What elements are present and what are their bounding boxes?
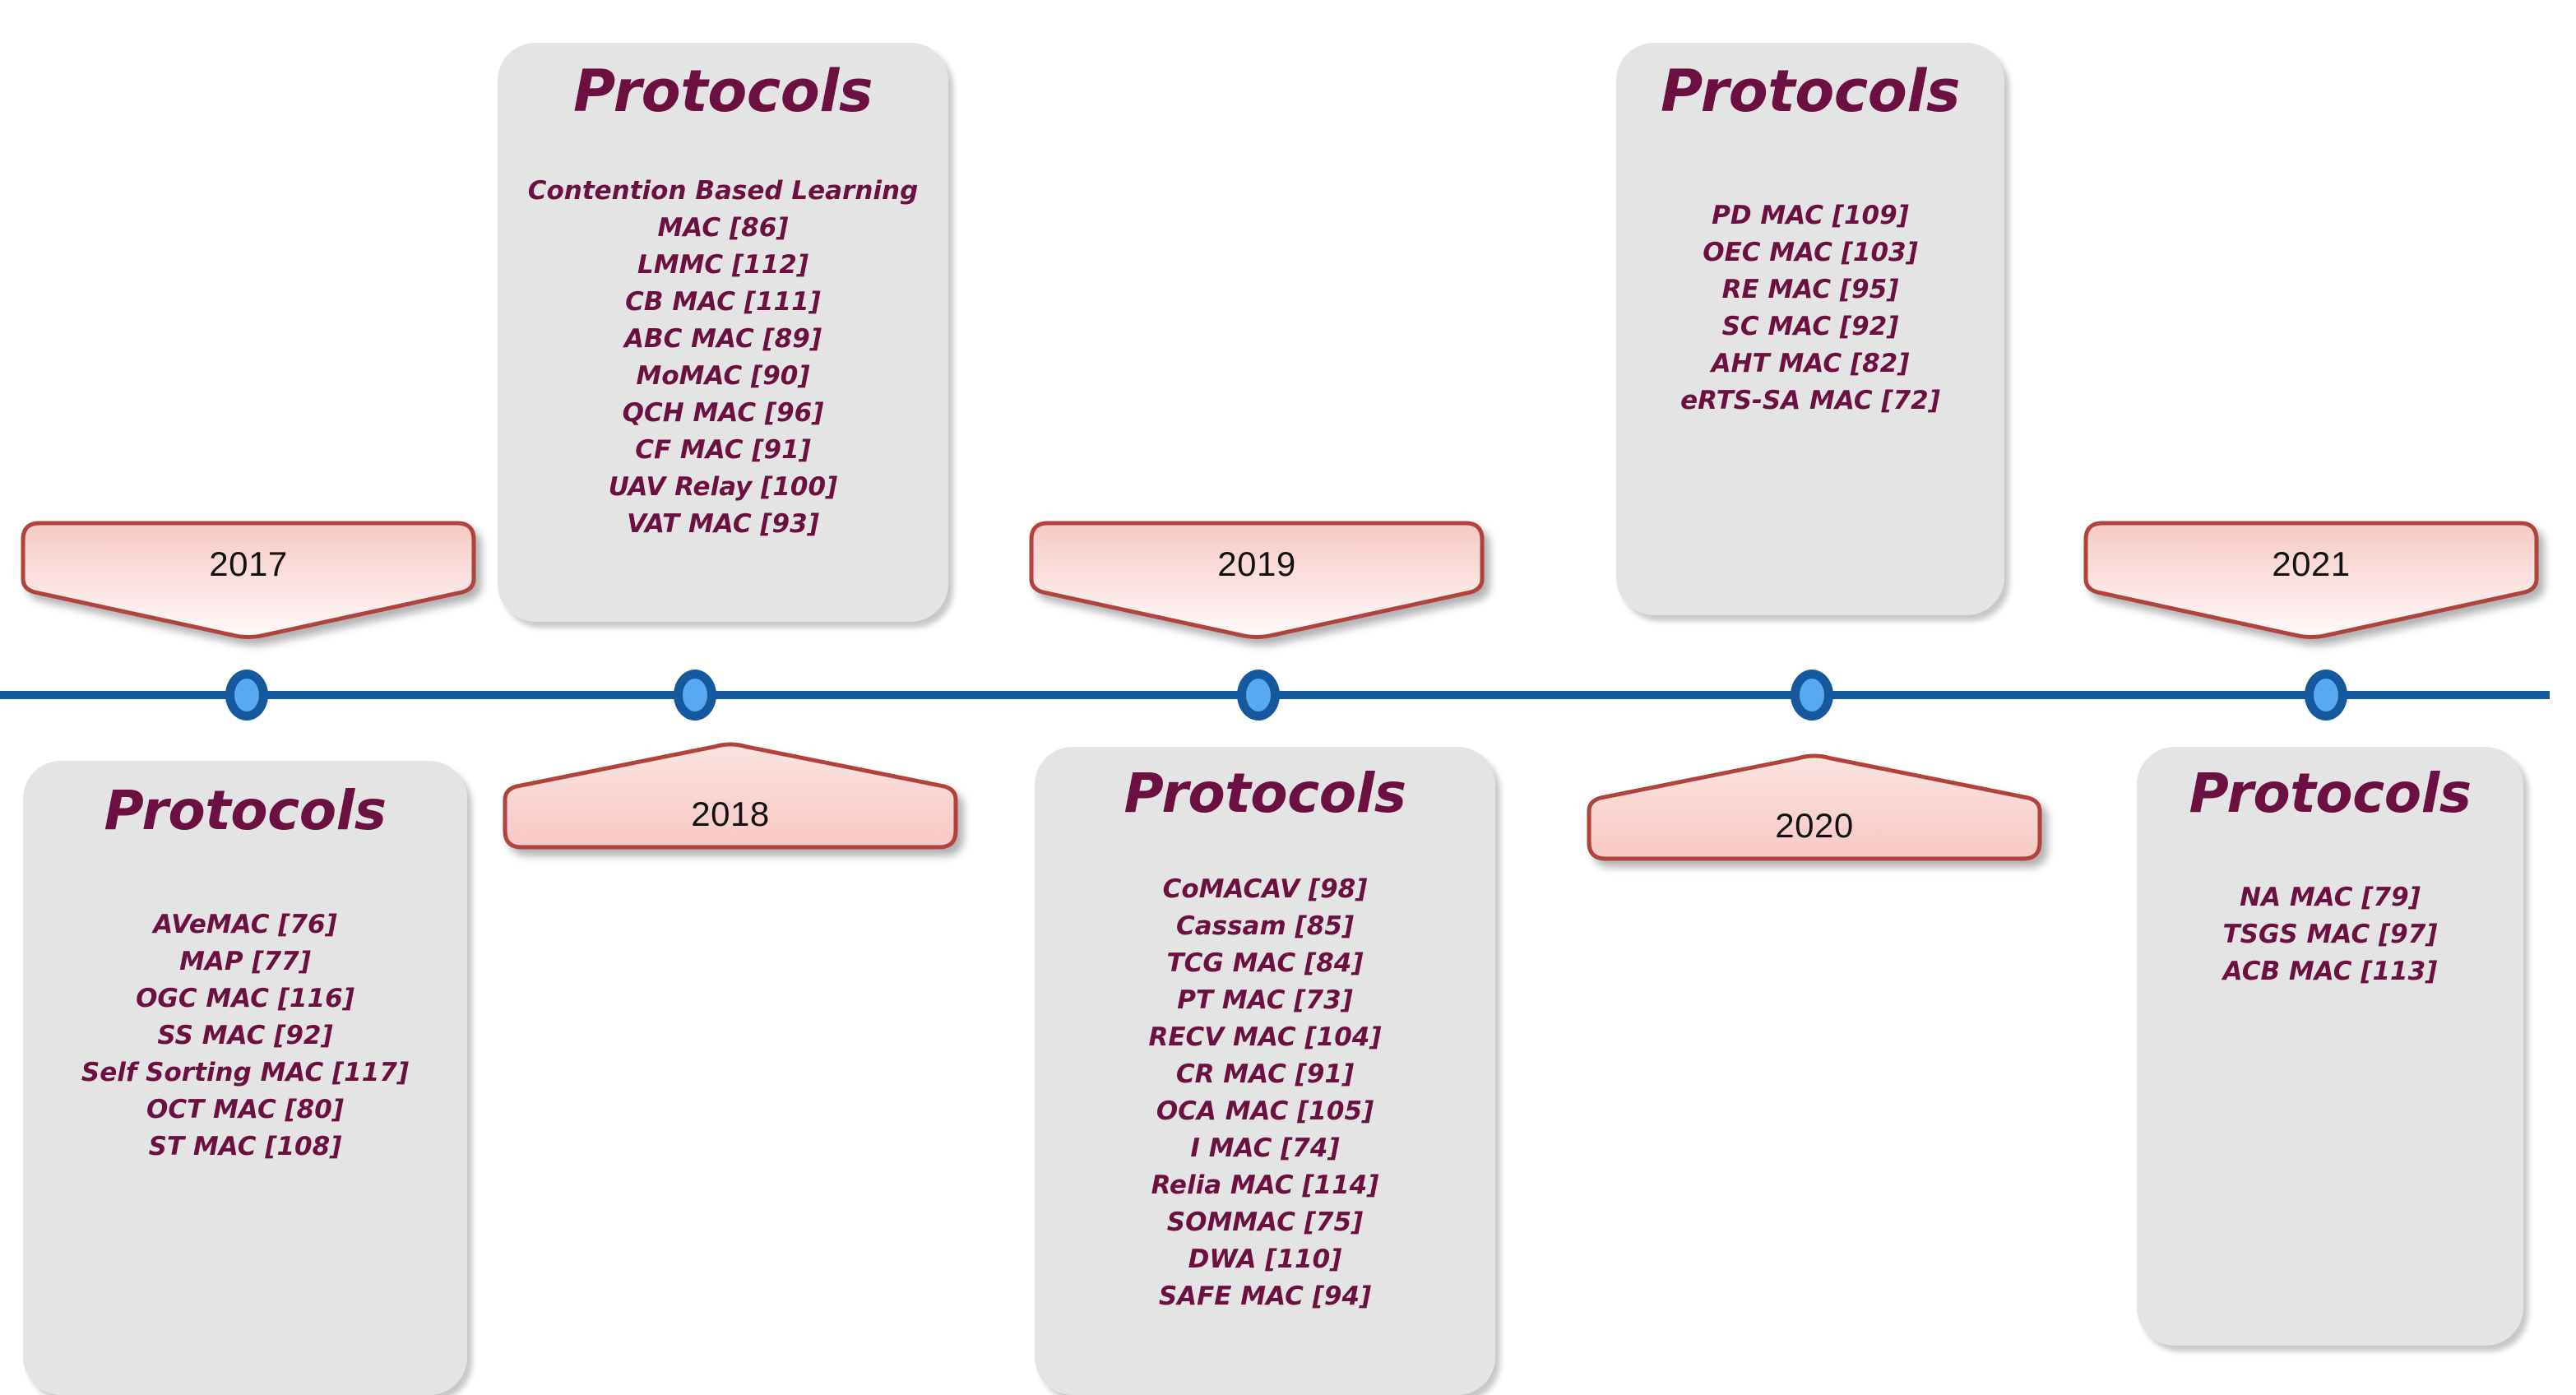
list-item: RECV MAC [104] [1148, 1022, 1382, 1052]
list-item: PT MAC [73] [1177, 985, 1353, 1015]
list-item: PD MAC [109] [1712, 201, 1909, 230]
list-item: DWA [110] [1188, 1244, 1342, 1274]
year-badge-2017[interactable]: 2017 [18, 518, 479, 640]
list-item: CB MAC [111] [625, 287, 821, 317]
list-item: CR MAC [91] [1175, 1059, 1355, 1089]
list-item: ST MAC [108] [148, 1132, 342, 1161]
year-badge-2021[interactable]: 2021 [2081, 518, 2541, 640]
list-item: VAT MAC [93] [627, 509, 819, 539]
year-label-2021: 2021 [2272, 545, 2351, 583]
list-item: OGC MAC [116] [136, 984, 354, 1013]
year-badge-2019[interactable]: 2019 [1026, 518, 1487, 640]
list-item: MAC [86] [657, 213, 789, 243]
list-item: SS MAC [92] [157, 1021, 333, 1050]
card-title-2021: Protocols [2189, 762, 2472, 825]
list-item: MoMAC [90] [636, 361, 810, 391]
protocol-card-2021: Protocols NA MAC [79] TSGS MAC [97] ACB … [2137, 747, 2523, 1346]
badge-shape-down [21, 521, 476, 639]
list-item: eRTS-SA MAC [72] [1680, 386, 1940, 415]
list-item: Cassam [85] [1175, 911, 1355, 941]
timeline-node-2019[interactable] [1237, 670, 1280, 721]
list-item: OCT MAC [80] [146, 1095, 344, 1124]
list-item: LMMC [112] [637, 250, 809, 280]
card-title-2017: Protocols [104, 779, 387, 842]
protocol-card-2017: Protocols AVeMAC [76] MAP [77] OGC MAC [… [23, 761, 467, 1395]
year-label-2018: 2018 [691, 795, 770, 833]
list-item: SOMMAC [75] [1166, 1207, 1364, 1237]
card-list-2019: CoMACAV [98] Cassam [85] TCG MAC [84] PT… [1035, 871, 1495, 1315]
badge-shape-up [1587, 753, 2042, 861]
card-title-2020: Protocols [1660, 58, 1961, 125]
list-item: AVeMAC [76] [153, 910, 337, 939]
list-item: OCA MAC [105] [1156, 1096, 1374, 1126]
card-list-2018: Contention Based Learning MAC [86] LMMC … [498, 173, 948, 543]
list-item: Contention Based Learning [527, 176, 919, 206]
protocol-card-2018: Protocols Contention Based Learning MAC … [498, 43, 948, 622]
list-item: RE MAC [95] [1721, 275, 1899, 304]
timeline-node-2021[interactable] [2305, 670, 2347, 721]
list-item: UAV Relay [100] [608, 472, 838, 502]
badge-shape-up [503, 742, 958, 850]
list-item: AHT MAC [82] [1711, 349, 1910, 378]
timeline-node-2017[interactable] [225, 670, 268, 721]
card-list-2021: NA MAC [79] TSGS MAC [97] ACB MAC [113] [2137, 879, 2523, 990]
list-item: TCG MAC [84] [1166, 948, 1364, 978]
badge-shape-down [1029, 521, 1485, 639]
year-badge-2018[interactable]: 2018 [500, 739, 961, 854]
year-label-2020: 2020 [1775, 806, 1854, 845]
list-item: OEC MAC [103] [1703, 238, 1918, 267]
list-item: MAP [77] [179, 947, 311, 976]
card-list-2017: AVeMAC [76] MAP [77] OGC MAC [116] SS MA… [23, 906, 467, 1166]
list-item: QCH MAC [96] [622, 398, 824, 428]
card-title-2018: Protocols [572, 58, 873, 125]
list-item: TSGS MAC [97] [2222, 920, 2438, 949]
year-badge-2020[interactable]: 2020 [1584, 750, 2045, 865]
timeline-node-2020[interactable] [1791, 670, 1833, 721]
list-item: CoMACAV [98] [1162, 874, 1368, 904]
list-item: Relia MAC [114] [1151, 1170, 1379, 1200]
list-item: Self Sorting MAC [117] [81, 1058, 410, 1087]
timeline-node-2018[interactable] [674, 670, 716, 721]
card-title-2019: Protocols [1124, 762, 1407, 825]
list-item: CF MAC [91] [635, 435, 811, 465]
card-list-2020: PD MAC [109] OEC MAC [103] RE MAC [95] S… [1616, 197, 2004, 419]
list-item: SAFE MAC [94] [1158, 1281, 1372, 1311]
year-label-2017: 2017 [209, 545, 288, 583]
list-item: ABC MAC [89] [623, 324, 822, 354]
badge-shape-down [2083, 521, 2539, 639]
list-item: SC MAC [92] [1721, 312, 1899, 341]
list-item: ACB MAC [113] [2222, 957, 2438, 986]
year-label-2019: 2019 [1217, 545, 1296, 583]
list-item: NA MAC [79] [2240, 883, 2421, 912]
protocol-card-2020: Protocols PD MAC [109] OEC MAC [103] RE … [1616, 43, 2004, 615]
protocol-card-2019: Protocols CoMACAV [98] Cassam [85] TCG M… [1035, 747, 1495, 1395]
list-item: I MAC [74] [1190, 1133, 1340, 1163]
